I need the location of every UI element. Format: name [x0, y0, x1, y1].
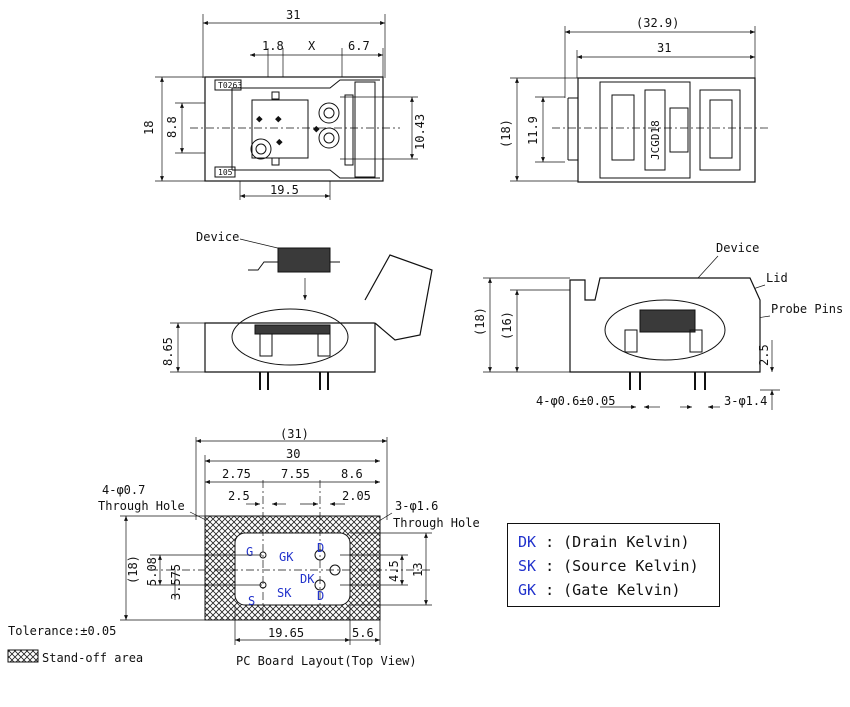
top-left-view: 31 1.8 X 6.7 18 8.8 T0263 105	[142, 8, 427, 200]
dim-height: 18	[142, 121, 156, 135]
svg-text:◆: ◆	[276, 135, 283, 148]
label-bottom: 105	[218, 168, 233, 177]
pin-d-top: D	[317, 541, 324, 555]
legend-desc: (Drain Kelvin)	[563, 533, 690, 551]
dim-a: 2.75	[222, 467, 251, 481]
dim-overall-pcb: (31)	[280, 427, 309, 441]
dim-pitch: 10.43	[413, 114, 427, 150]
legend-code: SK	[518, 557, 537, 575]
hole-small-note: Through Hole	[98, 499, 185, 513]
dim-right: 6.7	[348, 39, 370, 53]
legend-row-gk: GK : (Gate Kelvin)	[518, 578, 719, 602]
lid-label: Lid	[766, 271, 788, 285]
dim-pins-large: 3-φ1.4	[724, 394, 767, 408]
pin-legend: DK : (Drain Kelvin) SK : (Source Kelvin)…	[507, 523, 720, 607]
dim-overall-width: 31	[286, 8, 300, 22]
dim-e: 2.05	[342, 489, 371, 503]
notes: Tolerance:±0.05 Stand-off area	[7, 624, 143, 665]
dim-pins-small: 4-φ0.6±0.05	[536, 394, 615, 408]
pin-s: S	[248, 594, 255, 608]
legend-sep: :	[536, 581, 564, 599]
dim-height-inner: (16)	[500, 311, 514, 340]
lid-text: JCGD18	[649, 120, 662, 160]
hole-large-note: Through Hole	[393, 516, 480, 530]
legend-row-dk: DK : (Drain Kelvin)	[518, 530, 719, 554]
dim-left: 1.8	[262, 39, 284, 53]
legend-code: DK	[518, 533, 537, 551]
svg-text:◆: ◆	[275, 112, 282, 125]
device-label-left: Device	[196, 230, 239, 244]
pcb-caption: PC Board Layout(Top View)	[236, 654, 417, 668]
pin-dk: DK	[300, 572, 315, 586]
dim-b: 7.55	[281, 467, 310, 481]
legend-desc: (Source Kelvin)	[563, 557, 699, 575]
dim-c: 8.6	[341, 467, 363, 481]
dim-inner-right: 11.9	[526, 116, 540, 145]
dim-bottom: 19.5	[270, 183, 299, 197]
dim-height-right: (18)	[499, 119, 513, 148]
dim-width-pcb: 30	[286, 447, 300, 461]
hole-large: 3-φ1.6	[395, 499, 438, 513]
legend-code: GK	[518, 581, 537, 599]
legend-sep: :	[536, 557, 564, 575]
svg-text:◆: ◆	[256, 112, 263, 125]
pin-sk: SK	[277, 586, 292, 600]
probe-label: Probe Pins	[771, 302, 843, 316]
dim-bottom-b: 5.6	[352, 626, 374, 640]
standoff-swatch	[7, 649, 39, 663]
legend-sep: :	[536, 533, 564, 551]
dim-mid: X	[308, 39, 316, 53]
pin-g: G	[246, 545, 253, 559]
legend-row-sk: SK : (Source Kelvin)	[518, 554, 719, 578]
dim-v2: 3.575	[169, 564, 183, 600]
svg-text:◆: ◆	[313, 122, 320, 135]
dim-v1: 5.08	[145, 557, 159, 586]
legend-desc: (Gate Kelvin)	[563, 581, 681, 599]
device-label-right: Device	[716, 241, 759, 255]
dim-pin-len: 2.5	[757, 344, 771, 366]
hole-small: 4-φ0.7	[102, 483, 145, 497]
pcb-view: (31) 30 2.75 7.55 8.6 2.5 2.05 4-φ0.7 Th…	[98, 427, 480, 668]
dim-d: 2.5	[228, 489, 250, 503]
dim-inner-height: 8.8	[165, 116, 179, 138]
dim-v4: 13	[411, 563, 425, 577]
mid-left-view: Device 8.65	[161, 230, 433, 390]
standoff-note: Stand-off area	[42, 651, 143, 665]
mid-right-view: Device Lid Probe Pins (18) (16) 2.5 4-φ0…	[473, 241, 843, 410]
dim-v3: 4.5	[387, 560, 401, 582]
dim-bottom-a: 19.65	[268, 626, 304, 640]
dim-height-outer: (18)	[473, 307, 487, 336]
dim-overall: (32.9)	[636, 16, 679, 30]
pin-d-bottom: D	[317, 589, 324, 603]
tolerance-note: Tolerance:±0.05	[8, 624, 116, 638]
dim-height-mid-left: 8.65	[161, 337, 175, 366]
top-right-view: (32.9) 31 (18) 11.9 JCGD18	[499, 16, 770, 183]
pin-gk: GK	[279, 550, 294, 564]
dim-height-pcb: (18)	[126, 555, 140, 584]
dim-width: 31	[657, 41, 671, 55]
label-top: T0263	[218, 81, 242, 90]
